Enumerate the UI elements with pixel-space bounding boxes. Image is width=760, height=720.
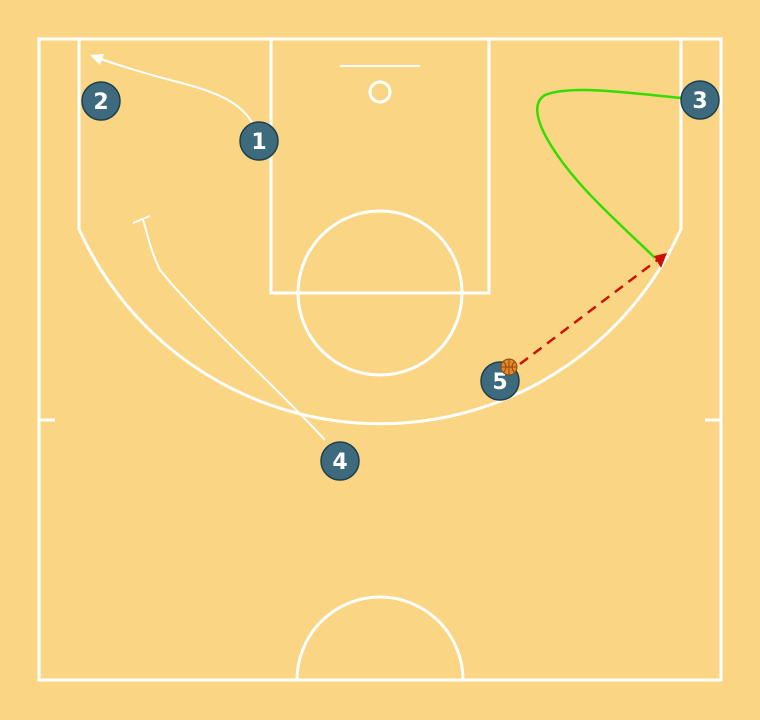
player-number: 2 [93,90,108,115]
movement-lines [90,54,683,441]
players: 1 2 3 4 5 [81,80,720,481]
screen-end-bar [132,215,151,224]
pass-line-player-5 [519,257,661,365]
player-number: 3 [692,89,707,114]
cut-line-player-1 [97,57,259,138]
player-marker [81,81,121,121]
player-3: 3 [680,80,720,120]
player-number: 4 [332,450,347,475]
basketball-icon [500,358,518,376]
screen-line-player-4 [142,219,326,441]
center-circle [295,595,465,681]
paint-lane [269,37,491,295]
player-1: 1 [239,121,279,161]
free-throw-circle [296,209,464,377]
cut-arrowhead [90,54,104,65]
player-number: 5 [492,370,507,395]
player-number: 1 [251,130,266,155]
basket-rim [368,80,392,104]
three-point-line [77,39,683,426]
court-lines [37,37,723,682]
pass-arrowhead [654,253,667,268]
player-marker [320,441,360,481]
player-4: 4 [320,441,360,481]
curl-line-player-3 [536,88,683,259]
player-2: 2 [81,81,121,121]
player-marker [239,121,279,161]
player-marker [680,80,720,120]
